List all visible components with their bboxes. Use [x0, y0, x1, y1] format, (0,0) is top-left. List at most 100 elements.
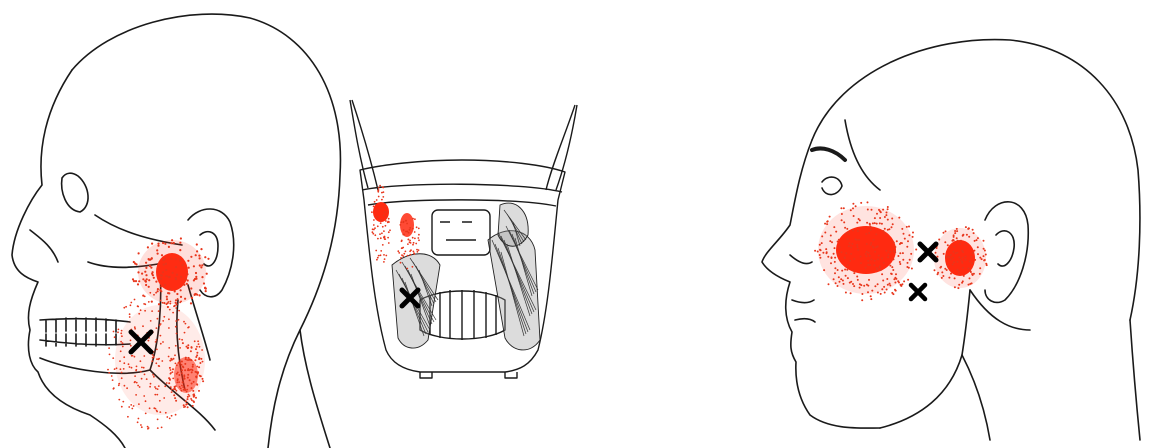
pain-stipple-dot: [859, 283, 861, 285]
pain-stipple-dot: [153, 294, 155, 296]
pain-stipple-dot: [107, 369, 109, 371]
pain-stipple-dot: [145, 274, 147, 276]
middle-vertebra: [432, 210, 490, 255]
pain-stipple-dot: [907, 262, 909, 264]
pain-stipple-dot: [841, 270, 843, 272]
pain-stipple-dot: [140, 309, 142, 311]
pain-stipple-dot: [162, 242, 164, 244]
pain-stipple-dot: [178, 310, 180, 312]
left-face-profile: [12, 70, 125, 448]
right-jaw: [880, 290, 970, 428]
pain-stipple-dot: [845, 292, 847, 294]
pain-stipple-dot: [181, 364, 183, 366]
pain-stipple-dot: [954, 277, 956, 279]
pain-stipple-dot: [983, 259, 985, 261]
pain-stipple-dot: [118, 384, 120, 386]
pain-stipple-dot: [157, 427, 159, 429]
pain-stipple-dot: [165, 275, 167, 277]
pain-stipple-dot: [156, 411, 158, 413]
pain-stipple-dot: [408, 239, 410, 241]
pain-stipple-dot: [202, 361, 204, 363]
pain-stipple-dot: [196, 352, 198, 354]
pain-stipple-dot: [137, 421, 139, 423]
pain-stipple-dot: [954, 230, 956, 232]
pain-stipple-dot: [837, 285, 839, 287]
pain-stipple-dot: [418, 228, 420, 230]
pain-stipple-dot: [159, 400, 161, 402]
pain-stipple-dot: [162, 320, 164, 322]
pain-stipple-dot: [857, 246, 859, 248]
pain-stipple-dot: [380, 208, 382, 210]
pain-stipple-dot: [148, 340, 150, 342]
pain-stipple-dot: [957, 269, 959, 271]
pain-stipple-dot: [181, 369, 183, 371]
pain-stipple-dot: [405, 251, 407, 253]
pain-stipple-dot: [953, 246, 955, 248]
pain-stipple-dot: [961, 260, 963, 262]
pain-stipple-dot: [179, 347, 181, 349]
pain-stipple-dot: [155, 408, 157, 410]
pain-stipple-dot: [852, 207, 854, 209]
pain-stipple-dot: [887, 284, 889, 286]
middle-pain-zone-inner: [400, 213, 414, 237]
pain-stipple-dot: [953, 234, 955, 236]
pain-stipple-dot: [164, 284, 166, 286]
pain-stipple-dot: [843, 283, 845, 285]
pain-stipple-dot: [190, 256, 192, 258]
pain-stipple-dot: [388, 242, 390, 244]
pain-stipple-dot: [408, 232, 410, 234]
pain-stipple-dot: [121, 372, 123, 374]
pain-stipple-dot: [405, 231, 407, 233]
pain-stipple-dot: [965, 259, 967, 261]
pain-stipple-dot: [384, 237, 386, 239]
pain-stipple-dot: [163, 397, 165, 399]
pain-stipple-dot: [143, 367, 145, 369]
pain-stipple-dot: [826, 223, 828, 225]
pain-stipple-dot: [207, 258, 209, 260]
pain-stipple-dot: [187, 344, 189, 346]
pain-stipple-dot: [166, 296, 168, 298]
pain-stipple-dot: [108, 347, 110, 349]
pain-stipple-dot: [949, 248, 951, 250]
pain-stipple-dot: [194, 340, 196, 342]
pain-stipple-dot: [834, 272, 836, 274]
pain-stipple-dot: [893, 242, 895, 244]
pain-stipple-dot: [908, 267, 910, 269]
pain-stipple-dot: [403, 229, 405, 231]
pain-stipple-dot: [157, 318, 159, 320]
pain-stipple-dot: [375, 250, 377, 252]
pain-stipple-dot: [195, 397, 197, 399]
pain-stipple-dot: [386, 217, 388, 219]
pain-stipple-dot: [874, 222, 876, 224]
pain-stipple-dot: [853, 215, 855, 217]
pain-stipple-dot: [972, 229, 974, 231]
pain-stipple-dot: [944, 241, 946, 243]
pain-stipple-dot: [940, 266, 942, 268]
pain-stipple-dot: [118, 399, 120, 401]
pain-stipple-dot: [160, 278, 162, 280]
pain-stipple-dot: [968, 284, 970, 286]
pain-stipple-dot: [876, 223, 878, 225]
pain-stipple-dot: [134, 299, 136, 301]
pain-stipple-dot: [152, 357, 154, 359]
pain-stipple-dot: [397, 250, 399, 252]
pain-stipple-dot: [175, 277, 177, 279]
pain-stipple-dot: [134, 356, 136, 358]
pain-stipple-dot: [166, 298, 168, 300]
pain-stipple-dot: [407, 255, 409, 257]
pain-stipple-dot: [826, 221, 828, 223]
pain-stipple-dot: [819, 257, 821, 259]
pain-stipple-dot: [852, 270, 854, 272]
pain-stipple-dot: [850, 281, 852, 283]
pain-stipple-dot: [157, 419, 159, 421]
pain-stipple-dot: [134, 328, 136, 330]
pain-stipple-dot: [179, 338, 181, 340]
pain-stipple-dot: [834, 247, 836, 249]
pain-stipple-dot: [158, 303, 160, 305]
pain-stipple-dot: [378, 196, 380, 198]
pain-stipple-dot: [155, 341, 157, 343]
pain-stipple-dot: [137, 305, 139, 307]
pain-stipple-dot: [850, 247, 852, 249]
pain-stipple-dot: [114, 336, 116, 338]
pain-stipple-dot: [134, 381, 136, 383]
